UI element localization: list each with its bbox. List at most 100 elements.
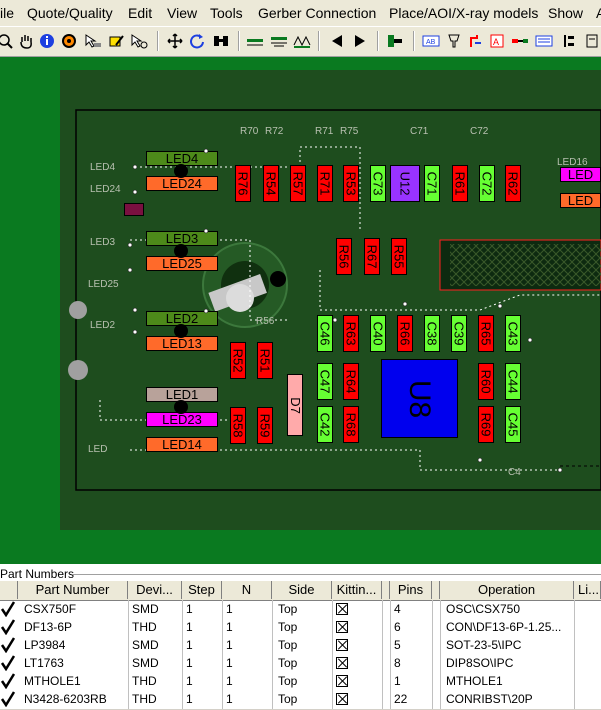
kitting-checkbox[interactable]	[336, 675, 348, 687]
component-led4[interactable]: LED4	[146, 151, 218, 166]
component-c38[interactable]: C38	[424, 315, 440, 352]
move-icon[interactable]	[164, 30, 186, 52]
menu-more[interactable]: A	[596, 5, 601, 21]
component-c39[interactable]: C39	[451, 315, 467, 352]
view6-icon[interactable]	[533, 30, 555, 52]
layer3-icon[interactable]	[291, 30, 313, 52]
component-c71[interactable]: C71	[424, 165, 440, 202]
component-r64[interactable]: R64	[343, 363, 359, 400]
export-icon[interactable]	[384, 30, 406, 52]
component-r63[interactable]: R63	[343, 315, 359, 352]
component-led14[interactable]: LED14	[146, 437, 218, 452]
component-r53[interactable]: R53	[343, 165, 359, 202]
component-r69[interactable]: R69	[478, 406, 494, 443]
component-r61[interactable]: R61	[452, 165, 468, 202]
component-c72[interactable]: C72	[479, 165, 495, 202]
component-r55[interactable]: R55	[391, 238, 407, 275]
component-r76[interactable]: R76	[235, 165, 251, 202]
component-r62[interactable]: R62	[505, 165, 521, 202]
view7-icon[interactable]	[557, 30, 579, 52]
menu-quote-quality[interactable]: Quote/Quality	[27, 5, 113, 21]
column-side[interactable]: Side	[272, 581, 332, 599]
hand-icon[interactable]	[15, 30, 37, 52]
layer2-icon[interactable]	[268, 30, 290, 52]
info-icon[interactable]	[36, 30, 58, 52]
column-pins[interactable]: Pins	[390, 581, 432, 599]
component-u8[interactable]: U8	[381, 359, 458, 438]
component-r57[interactable]: R57	[290, 165, 306, 202]
component-r54[interactable]: R54	[263, 165, 279, 202]
component-r68[interactable]: R68	[343, 406, 359, 443]
column-check[interactable]	[0, 581, 18, 599]
layer1-icon[interactable]	[244, 30, 266, 52]
rotate-icon[interactable]	[186, 30, 208, 52]
component-r52[interactable]: R52	[230, 342, 246, 379]
component-led2[interactable]: LED2	[146, 311, 218, 326]
component-r59[interactable]: R59	[257, 407, 273, 444]
binoculars-icon[interactable]	[210, 30, 232, 52]
component-c42[interactable]: C42	[317, 406, 333, 443]
component-c40[interactable]: C40	[370, 315, 386, 352]
component-r67[interactable]: R67	[364, 238, 380, 275]
column-kitting[interactable]: Kittin...	[332, 581, 382, 599]
component-r71[interactable]: R71	[317, 165, 333, 202]
column-li[interactable]: Li...	[574, 581, 601, 599]
component-led25[interactable]: LED25	[146, 256, 218, 271]
component-r58[interactable]: R58	[230, 407, 246, 444]
component-c43[interactable]: C43	[505, 315, 521, 352]
component-led24[interactable]: LED24	[146, 176, 218, 191]
column-part-number[interactable]: Part Number	[18, 581, 128, 599]
kitting-checkbox[interactable]	[336, 693, 348, 705]
target-icon[interactable]	[58, 30, 80, 52]
component-r51[interactable]: R51	[257, 342, 273, 379]
view2-icon[interactable]	[443, 30, 465, 52]
menu-edit[interactable]: Edit	[128, 5, 153, 21]
component-r56[interactable]: R56	[336, 238, 352, 275]
component-c47[interactable]: C47	[317, 363, 333, 400]
kitting-checkbox[interactable]	[336, 621, 348, 633]
pcb-canvas[interactable]: LED4 LED24 LED3 LED25 LED2 LED R70 R72 R…	[0, 57, 601, 564]
select-icon[interactable]	[128, 30, 150, 52]
menu-gerber-connection[interactable]: Gerber Connection	[258, 5, 377, 21]
component-c44[interactable]: C44	[505, 363, 521, 400]
next-icon[interactable]	[349, 30, 371, 52]
view3-icon[interactable]	[465, 30, 487, 52]
kitting-checkbox[interactable]	[336, 603, 348, 615]
component-led3[interactable]: LED3	[146, 231, 218, 246]
menu-place-aoi-xray[interactable]: Place/AOI/X-ray models	[389, 5, 539, 21]
component-c45[interactable]: C45	[505, 406, 521, 443]
menu-view[interactable]: View	[167, 5, 198, 21]
menu-tools[interactable]: Tools	[210, 5, 243, 21]
column-device[interactable]: Devi...	[128, 581, 182, 599]
edit-icon[interactable]	[106, 30, 128, 52]
component-c73[interactable]: C73	[370, 165, 386, 202]
kitting-checkbox[interactable]	[336, 639, 348, 651]
zoom-icon[interactable]	[0, 30, 16, 52]
column-step[interactable]: Step	[182, 581, 222, 599]
menu-file[interactable]: ile	[0, 5, 15, 21]
view4-icon[interactable]: A	[486, 30, 508, 52]
kitting-checkbox[interactable]	[336, 657, 348, 669]
prev-icon[interactable]	[326, 30, 348, 52]
component-r65[interactable]: R65	[478, 315, 494, 352]
component-led-right-top[interactable]: LED	[560, 167, 601, 182]
column-operation[interactable]: Operation	[440, 581, 574, 599]
component-r60[interactable]: R60	[478, 363, 494, 400]
view5-icon[interactable]	[509, 30, 531, 52]
pointer-icon[interactable]	[82, 30, 104, 52]
component-r66[interactable]: R66	[397, 315, 413, 352]
component-d7[interactable]: D7	[287, 374, 303, 436]
marker-x[interactable]	[124, 203, 144, 216]
component-u12[interactable]: U12	[390, 165, 420, 202]
menu-show[interactable]: Show	[548, 5, 584, 21]
column-n[interactable]: N	[222, 581, 272, 599]
component-c46[interactable]: C46	[317, 315, 333, 352]
view1-icon[interactable]: AB	[420, 30, 442, 52]
view8-icon[interactable]	[581, 30, 601, 52]
